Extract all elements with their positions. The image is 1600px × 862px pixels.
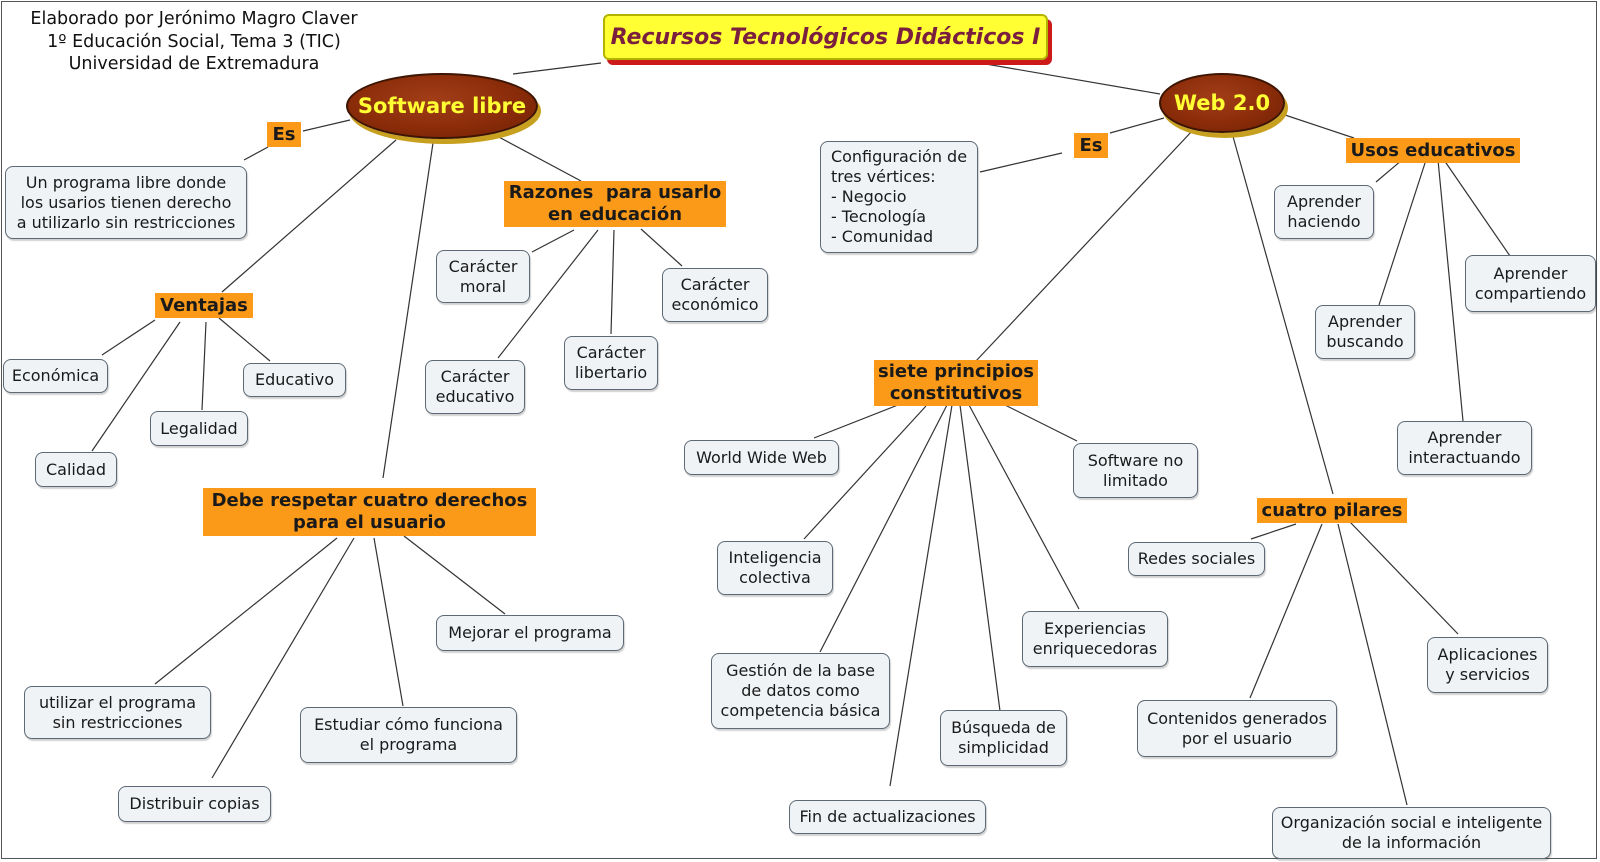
cuatro-pilares-label: cuatro pilares (1257, 498, 1407, 523)
connector (1231, 132, 1334, 495)
software-libre-definition: Un programa libre donde los usarios tien… (5, 166, 247, 239)
principio-inteligencia-colectiva: Inteligencia colectiva (717, 541, 833, 595)
derechos-label: Debe respetar cuatro derechos para el us… (203, 488, 536, 536)
connector (403, 535, 506, 615)
connector (201, 321, 207, 411)
ventaja-calidad: Calidad (35, 452, 117, 487)
connector (218, 317, 271, 362)
connector (1337, 523, 1408, 806)
diagram-title-text: Recursos Tecnológicos Didácticos I (610, 24, 1041, 50)
ventajas-label: Ventajas (155, 293, 253, 318)
uso-compartiendo: Aprender compartiendo (1465, 255, 1596, 312)
connector (101, 319, 156, 356)
pilar-aplicaciones: Aplicaciones y servicios (1427, 637, 1548, 693)
connector (497, 229, 599, 359)
derecho-distribuir: Distribuir copias (118, 786, 271, 822)
connector (382, 142, 434, 479)
uso-haciendo: Aprender haciendo (1274, 185, 1374, 239)
connector (819, 404, 948, 653)
pilar-organizacion: Organización social e inteligente de la … (1272, 807, 1551, 859)
ventaja-educativo: Educativo (243, 363, 346, 397)
razones-label: Razones para usarlo en educación (504, 181, 726, 227)
connector (1250, 523, 1297, 540)
connector (1281, 113, 1355, 139)
connector (1349, 521, 1459, 635)
principio-busqueda-simplicidad: Búsqueda de simplicidad (940, 710, 1067, 766)
connector (1443, 159, 1511, 257)
hub-software-libre-label: Software libre (357, 94, 527, 118)
connector (979, 152, 1063, 173)
hub-web20: Web 2.0 (1159, 73, 1285, 133)
ventaja-legalidad: Legalidad (150, 411, 248, 446)
connector (91, 321, 181, 452)
hub-software-libre: Software libre (346, 73, 538, 139)
connector (959, 404, 1001, 712)
web20-es-label: Es (1074, 133, 1108, 158)
connector (979, 62, 1161, 95)
connector (640, 228, 683, 267)
connector (610, 229, 615, 335)
connector (211, 537, 355, 779)
author-credit: Elaborado por Jerónimo Magro Claver 1º E… (14, 8, 374, 76)
connector (813, 404, 899, 439)
connector (889, 404, 953, 787)
connector (512, 62, 602, 75)
pilar-contenidos: Contenidos generados por el usuario (1137, 700, 1337, 757)
software-libre-es-label: Es (267, 122, 301, 147)
credit-author: Elaborado por Jerónimo Magro Claver (30, 9, 358, 29)
usos-educativos-label: Usos educativos (1346, 138, 1520, 163)
pilar-redes-sociales: Redes sociales (1128, 542, 1265, 576)
principio-gestion-bd: Gestión de la base de datos como compete… (711, 653, 890, 729)
connector (1002, 403, 1078, 442)
connector (1378, 159, 1427, 306)
principio-fin-actualizaciones: Fin de actualizaciones (789, 800, 986, 834)
connector (1375, 159, 1403, 183)
connector (1249, 523, 1323, 699)
principio-software-no-limitado: Software no limitado (1073, 443, 1198, 498)
credit-course: 1º Educación Social, Tema 3 (TIC) (47, 31, 341, 52)
ventaja-economica: Económica (3, 359, 108, 393)
credit-university: Universidad de Extremadura (68, 54, 320, 74)
connector (968, 404, 1080, 610)
connector (494, 134, 582, 182)
principio-www: World Wide Web (684, 440, 839, 475)
connector (1437, 159, 1464, 422)
connector (803, 405, 927, 540)
razon-educativo: Carácter educativo (425, 360, 525, 414)
razon-economico: Carácter económico (662, 268, 768, 322)
siete-principios-label: siete principios constitutivos (874, 360, 1038, 406)
razon-moral: Carácter moral (436, 250, 530, 303)
connector (373, 537, 404, 707)
hub-web20-label: Web 2.0 (1173, 91, 1271, 115)
uso-buscando: Aprender buscando (1315, 305, 1415, 359)
connector (531, 229, 575, 253)
connector (1109, 117, 1165, 134)
derecho-estudiar: Estudiar cómo funciona el programa (300, 707, 517, 763)
diagram-title: Recursos Tecnológicos Didácticos I (603, 14, 1048, 60)
connector (154, 537, 338, 685)
razon-libertario: Carácter libertario (564, 336, 658, 390)
connector (243, 146, 269, 161)
principio-experiencias: Experiencias enriquecedoras (1022, 611, 1168, 667)
derecho-mejorar: Mejorar el programa (436, 615, 624, 651)
connector (975, 129, 1194, 362)
web20-definition: Configuración de tres vértices: - Negoci… (820, 141, 978, 253)
connector (221, 139, 397, 293)
uso-interactuando: Aprender interactuando (1397, 421, 1532, 475)
connector (302, 119, 351, 132)
derecho-utilizar: utilizar el programa sin restricciones (24, 686, 211, 739)
